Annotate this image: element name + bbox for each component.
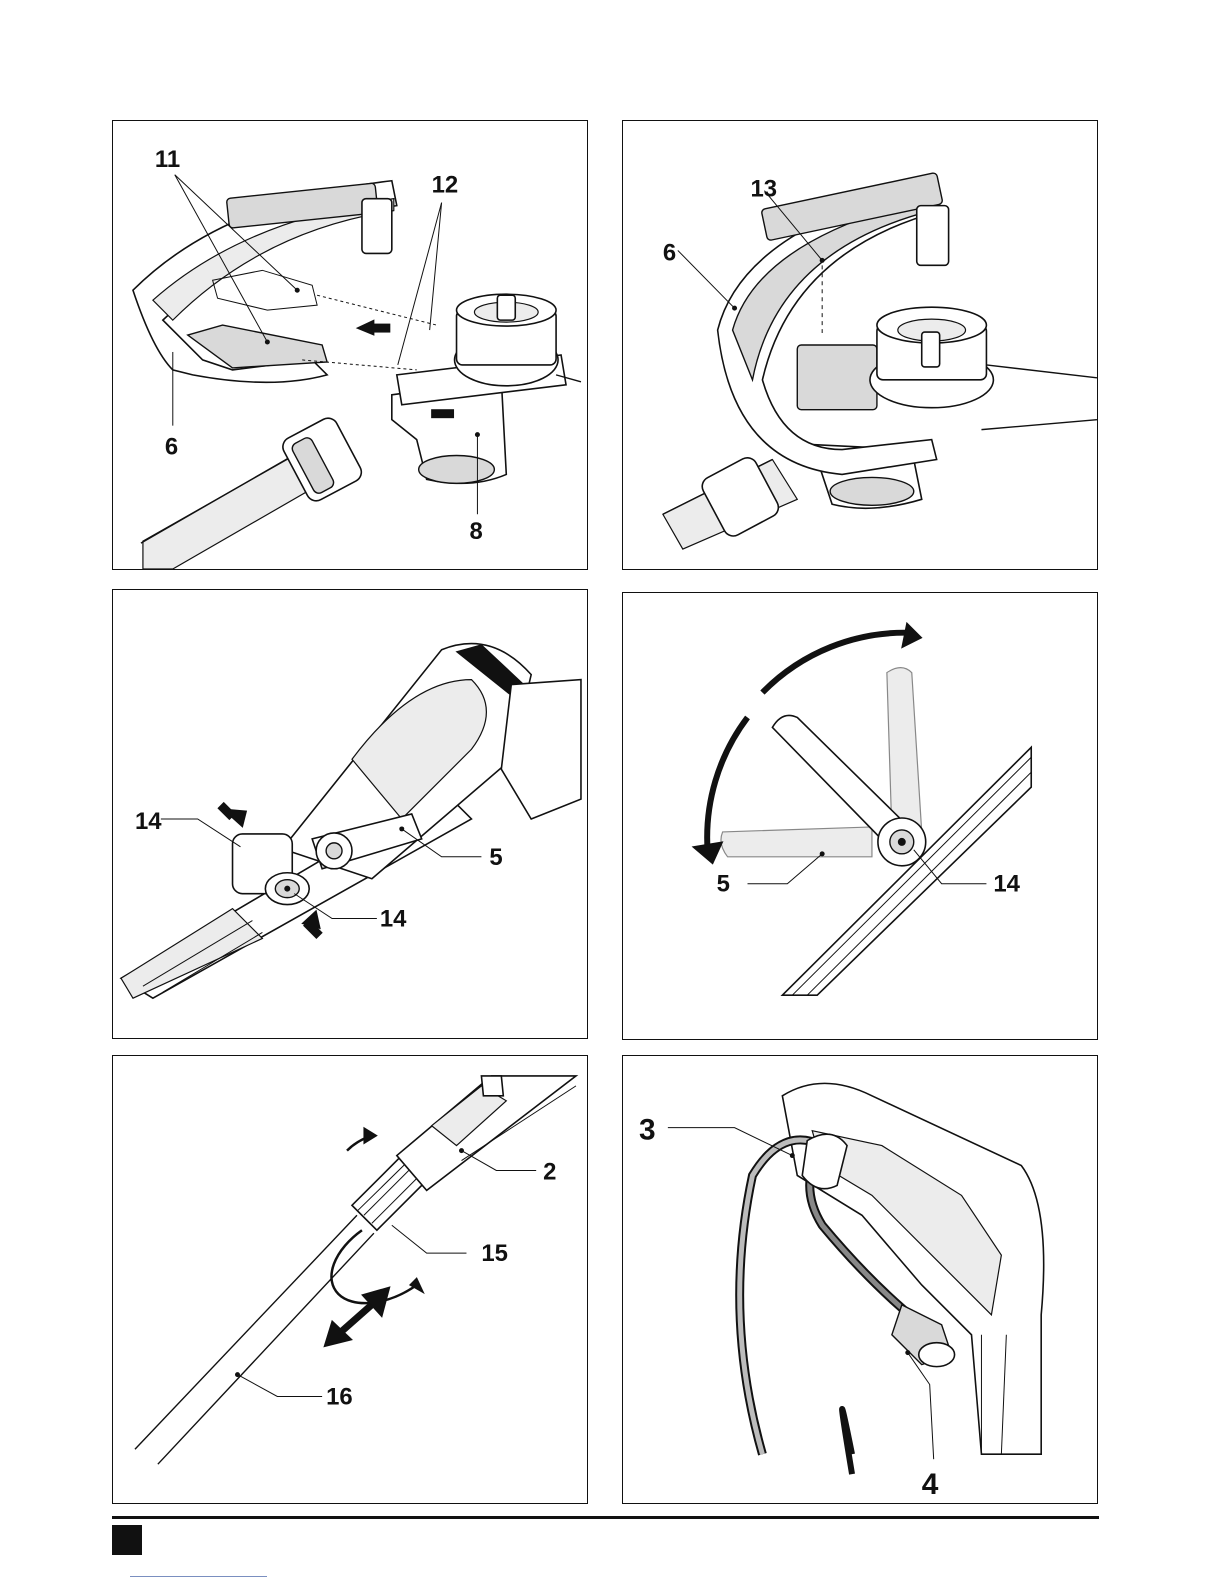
callout-label: 4 xyxy=(922,1468,939,1501)
footer-rule xyxy=(112,1516,1099,1519)
callout-label: 6 xyxy=(663,239,676,266)
figure-3-panel: 14 5 14 xyxy=(112,589,588,1039)
callout-label: 3 xyxy=(639,1114,656,1147)
callout-label: 14 xyxy=(993,871,1020,898)
callout-label: 12 xyxy=(432,172,459,199)
figure-5-panel: 2 15 16 xyxy=(112,1055,588,1504)
callout-label: 14 xyxy=(380,905,407,932)
footer-link-underline[interactable] xyxy=(130,1576,267,1577)
figure-4-illustration: 5 14 xyxy=(623,593,1097,1039)
callout-label: 5 xyxy=(717,871,730,898)
callout-label: 8 xyxy=(469,518,482,545)
callout-label: 11 xyxy=(155,146,180,173)
callout-label: 13 xyxy=(750,176,777,203)
figure-1-panel: 11 12 6 8 xyxy=(112,120,588,570)
callout-label: 2 xyxy=(543,1158,556,1185)
figure-1-illustration: 11 12 6 8 xyxy=(113,121,587,569)
callout-label: 15 xyxy=(481,1240,508,1267)
figure-3-illustration: 14 5 14 xyxy=(113,590,587,1038)
figure-2-panel: 13 6 xyxy=(622,120,1098,570)
callout-label: 5 xyxy=(489,844,502,871)
figure-2-illustration: 13 6 xyxy=(623,121,1097,569)
figure-6-illustration: 3 4 xyxy=(623,1056,1097,1503)
figure-5-illustration: 2 15 16 xyxy=(113,1056,587,1503)
callout-label: 14 xyxy=(135,808,162,835)
callout-label: 6 xyxy=(165,434,178,461)
callout-label: 16 xyxy=(326,1383,353,1410)
footer-page-marker xyxy=(112,1525,142,1555)
figure-4-panel: 5 14 xyxy=(622,592,1098,1040)
figure-6-panel: 3 4 xyxy=(622,1055,1098,1504)
